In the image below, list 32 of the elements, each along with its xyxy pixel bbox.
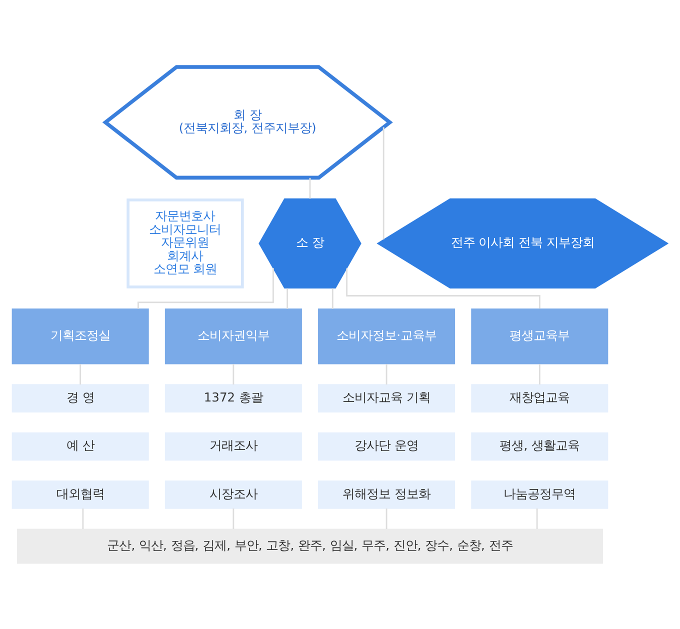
connector <box>382 126 384 239</box>
node-box: 경 영 <box>12 384 149 412</box>
node-box: 평생교육부 <box>471 308 608 364</box>
connector <box>232 364 234 384</box>
node-box: 소비자정보·교육부 <box>318 308 456 364</box>
connector <box>386 364 388 384</box>
connector <box>386 508 388 529</box>
connector <box>536 508 538 529</box>
connector <box>80 364 82 384</box>
node-box: 거래조사 <box>164 432 302 460</box>
node-box: 1372 총괄 <box>164 384 302 412</box>
connector <box>82 508 84 529</box>
node-box: 위해정보 정보화 <box>318 480 456 508</box>
node-box: 재창업교육 <box>471 384 608 412</box>
node-box: 소비자권익부 <box>164 308 302 364</box>
node-box: 강사단 운영 <box>318 432 456 460</box>
connector <box>232 508 234 529</box>
node-box: 나눔공정무역 <box>471 480 608 508</box>
connector <box>286 288 288 308</box>
node-box: 소비자교육 기획 <box>318 384 456 412</box>
node-box: 군산, 익산, 정읍, 김제, 부안, 고창, 완주, 임실, 무주, 진안, 장수, 순창, 전주 <box>17 528 603 564</box>
connector <box>538 364 540 384</box>
node-box: 예 산 <box>12 432 149 460</box>
node-box: 기획조정실 <box>12 308 149 364</box>
connector <box>138 268 274 308</box>
connector <box>309 177 311 198</box>
node-box: 평생, 생활교육 <box>471 432 608 460</box>
node-box: 대외협력 <box>12 480 149 508</box>
connector <box>346 268 540 308</box>
node-box: 시장조사 <box>164 480 302 508</box>
node-box: 자문변호사 소비자모니터 자문위원 회계사 소연모 회원 <box>126 198 244 288</box>
connector <box>332 288 334 308</box>
